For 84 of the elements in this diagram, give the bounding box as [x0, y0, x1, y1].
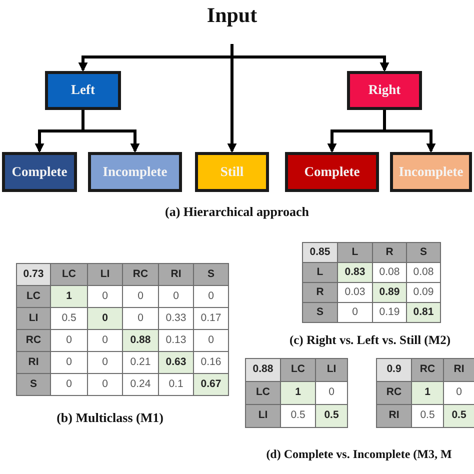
matrix-cell: 0.08	[373, 263, 406, 282]
class-box: Complete	[2, 152, 77, 192]
matrix-cell: 0.09	[407, 283, 440, 302]
header-cell: R	[373, 243, 406, 262]
header-cell: LI	[88, 264, 122, 285]
matrix-cell: 0	[338, 303, 372, 322]
matrix-cell: 0.17	[194, 308, 228, 329]
diagonal-cell: 0	[88, 308, 122, 329]
input-label: Input	[197, 2, 267, 30]
matrix-cell: 0.5	[281, 405, 315, 427]
header-cell: S	[194, 264, 228, 285]
figure-caption: (d) Complete vs. Incomplete (M3, M	[265, 446, 453, 463]
diagonal-cell: 0.5	[316, 405, 347, 427]
matrix-cell: 0.03	[338, 283, 372, 302]
matrix-cell: 0	[444, 382, 474, 404]
diagonal-cell: 0.88	[123, 330, 158, 351]
class-box: Incomplete	[88, 152, 182, 192]
matrix-cell: 0	[194, 330, 228, 351]
matrix-cell: 0	[123, 286, 158, 307]
matrix-cell: 0	[88, 374, 122, 395]
header-cell: RC	[17, 330, 50, 351]
diagonal-cell: 1	[51, 286, 87, 307]
header-cell: RC	[377, 382, 411, 404]
figure-caption: (b) Multiclass (M1)	[56, 409, 164, 427]
header-cell: RI	[377, 405, 411, 427]
header-cell: LC	[281, 359, 315, 381]
diagonal-cell: 0.5	[444, 405, 474, 427]
matrix-cell: 0	[123, 308, 158, 329]
class-box: Complete	[285, 152, 379, 192]
header-cell: LC	[17, 286, 50, 307]
matrix-cell: 0	[88, 286, 122, 307]
matrix-cell: 0.5	[51, 308, 87, 329]
accuracy-cell: 0.9	[377, 359, 411, 381]
matrix-cell: 0.33	[159, 308, 193, 329]
header-cell: L	[338, 243, 372, 262]
figure-caption: (a) Hierarchical approach	[164, 203, 310, 221]
header-cell: RI	[17, 352, 50, 373]
diagonal-cell: 0.67	[194, 374, 228, 395]
diagonal-cell: 1	[281, 382, 315, 404]
header-cell: RI	[159, 264, 193, 285]
header-cell: RI	[444, 359, 474, 381]
diagonal-cell: 0.83	[338, 263, 372, 282]
accuracy-cell: 0.85	[303, 243, 337, 262]
matrix-cell: 0	[88, 330, 122, 351]
matrix-cell: 0	[51, 352, 87, 373]
matrix-cell: 0.21	[123, 352, 158, 373]
matrix-cell: 0	[51, 330, 87, 351]
class-box: Still	[195, 152, 269, 192]
accuracy-cell: 0.73	[17, 264, 50, 285]
header-cell: RC	[412, 359, 443, 381]
header-cell: LI	[246, 405, 280, 427]
arrow	[82, 110, 140, 153]
diagonal-cell: 0.81	[407, 303, 440, 322]
matrix-cell: 0.16	[194, 352, 228, 373]
matrix-cell: 0.24	[123, 374, 158, 395]
matrix-cell: 0	[159, 286, 193, 307]
matrix-cell: 0	[51, 374, 87, 395]
accuracy-cell: 0.88	[246, 359, 280, 381]
matrix-cell: 0.19	[373, 303, 406, 322]
header-cell: RC	[123, 264, 158, 285]
header-cell: LI	[17, 308, 50, 329]
arrow	[383, 110, 436, 153]
matrix-cell: 0	[88, 352, 122, 373]
header-cell: S	[303, 303, 337, 322]
header-cell: L	[303, 263, 337, 282]
matrix-cell: 0	[194, 286, 228, 307]
matrix-cell: 0.13	[159, 330, 193, 351]
class-box: Left	[45, 71, 121, 110]
header-cell: LI	[316, 359, 347, 381]
diagonal-cell: 1	[412, 382, 443, 404]
matrix-cell: 0.08	[407, 263, 440, 282]
matrix-cell: 0.5	[412, 405, 443, 427]
header-cell: R	[303, 283, 337, 302]
header-cell: S	[407, 243, 440, 262]
header-cell: LC	[246, 382, 280, 404]
diagonal-cell: 0.89	[373, 283, 406, 302]
class-box: Incomplete	[390, 152, 472, 192]
diagonal-cell: 0.63	[159, 352, 193, 373]
class-box: Right	[347, 71, 422, 110]
header-cell: LC	[51, 264, 87, 285]
figure-caption: (c) Right vs. Left vs. Still (M2)	[288, 332, 452, 349]
matrix-cell: 0	[316, 382, 347, 404]
matrix-cell: 0.1	[159, 374, 193, 395]
header-cell: S	[17, 374, 50, 395]
